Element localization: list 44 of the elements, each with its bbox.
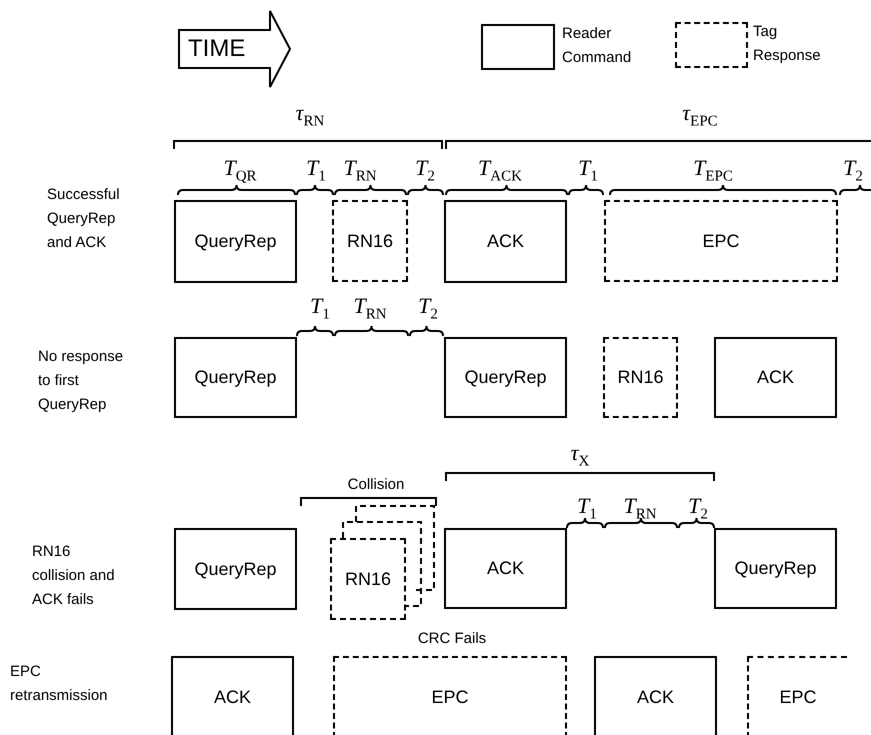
- time-label: τ$_{RN}$: [296, 100, 324, 130]
- legend-label: Tag Response: [753, 22, 822, 66]
- time-label: τ$_{X}$: [570, 440, 590, 470]
- response-box: [342, 521, 422, 607]
- response-box: EPC: [604, 200, 838, 282]
- time-label: T$_{RN}$: [353, 293, 387, 324]
- time-label: T$_{RN}$: [623, 493, 657, 524]
- time-label: T$_{2}$: [688, 493, 708, 524]
- time-label: T$_{2}$: [418, 293, 438, 324]
- time-label: τ$_{EPC}$: [682, 100, 718, 130]
- command-box: QueryRep: [714, 528, 837, 609]
- command-box: ACK: [714, 337, 837, 418]
- row-label: No response to first QueryRep: [38, 347, 124, 415]
- time-label: T$_{2}$: [843, 155, 863, 186]
- time-label: T$_{1}$: [577, 493, 597, 524]
- row-label: Successful QueryRep and ACK: [47, 185, 121, 253]
- legend-label: Reader Command: [562, 24, 632, 68]
- response-box: RN16: [330, 538, 406, 620]
- time-label: T$_{1}$: [306, 155, 326, 186]
- row-label: EPC retransmission: [10, 662, 109, 706]
- time-label: T$_{RN}$: [343, 155, 377, 186]
- arrow-label: TIME: [188, 35, 246, 63]
- time-label: T$_{ACK}$: [478, 155, 522, 186]
- time-arrow: [178, 10, 292, 88]
- time-label: T$_{QR}$: [223, 155, 257, 186]
- response-box: EPC: [747, 656, 847, 735]
- time-label: T$_{1}$: [310, 293, 330, 324]
- row-label: RN16 collision and ACK fails: [32, 542, 116, 610]
- time-label: T$_{1}$: [578, 155, 598, 186]
- response-box: RN16: [603, 337, 678, 418]
- command-box: QueryRep: [174, 528, 297, 610]
- command-box: ACK: [444, 200, 567, 283]
- annotation: CRC Fails: [418, 630, 486, 647]
- command-box: ACK: [594, 656, 717, 735]
- command-box: ACK: [171, 656, 294, 735]
- command-box: ACK: [444, 528, 567, 609]
- command-box: QueryRep: [444, 337, 567, 418]
- command-box: QueryRep: [174, 200, 297, 283]
- command-box: QueryRep: [174, 337, 297, 418]
- response-box: EPC: [333, 656, 567, 735]
- time-label: T$_{2}$: [415, 155, 435, 186]
- response-box: RN16: [332, 200, 408, 282]
- time-label: T$_{EPC}$: [693, 155, 733, 186]
- annotation: Collision: [348, 476, 404, 493]
